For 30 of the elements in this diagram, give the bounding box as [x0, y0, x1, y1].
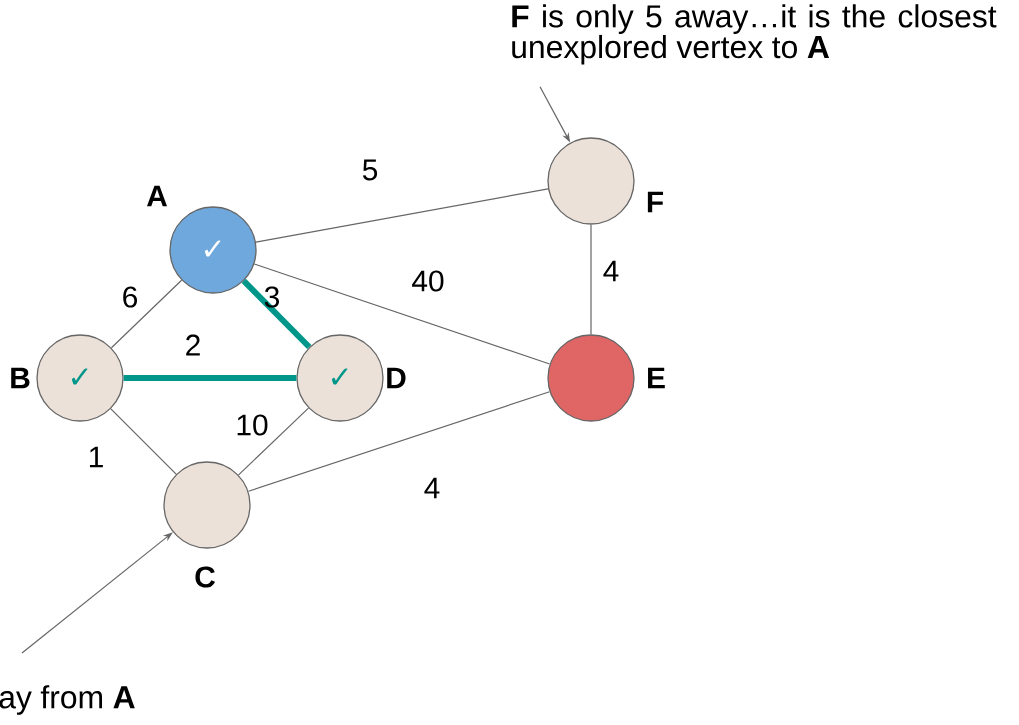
- vertex-label: C: [195, 566, 215, 588]
- vertex-circle: [547, 334, 635, 422]
- vertex-label: D: [387, 367, 406, 389]
- vertex-label: E: [648, 367, 665, 389]
- edge-line: [255, 188, 549, 243]
- edge-line: [590, 224, 592, 335]
- edge-line: [238, 407, 310, 476]
- annotation-text: F is only 5 away…it is the closest unexplored vertex to A: [512, 4, 997, 65]
- edge-label: 10: [237, 414, 268, 436]
- leader-line: [21, 532, 173, 654]
- edge-label: 5: [362, 159, 378, 181]
- edge-label: 4: [424, 477, 440, 499]
- edge-label: 2: [186, 334, 200, 356]
- highlighted-edge: [241, 278, 312, 350]
- vertex-label: B: [11, 367, 30, 389]
- vertex-label: F: [647, 191, 664, 213]
- annotation-text: ay from A: [0, 685, 135, 715]
- vertex-circle: [163, 461, 251, 549]
- edge-label: 40: [412, 270, 444, 292]
- edge-line: [110, 279, 183, 349]
- edge-line: [110, 408, 177, 475]
- highlighted-edge: [123, 375, 297, 381]
- edge-label: 1: [90, 446, 103, 468]
- edge-line: [253, 263, 551, 365]
- vertex-circle: [547, 137, 635, 225]
- edge-label: 3: [264, 286, 279, 308]
- edge-label: 6: [123, 286, 137, 308]
- edge-label: 4: [603, 260, 619, 282]
- vertex-label: A: [146, 185, 167, 207]
- edge-line: [247, 391, 551, 492]
